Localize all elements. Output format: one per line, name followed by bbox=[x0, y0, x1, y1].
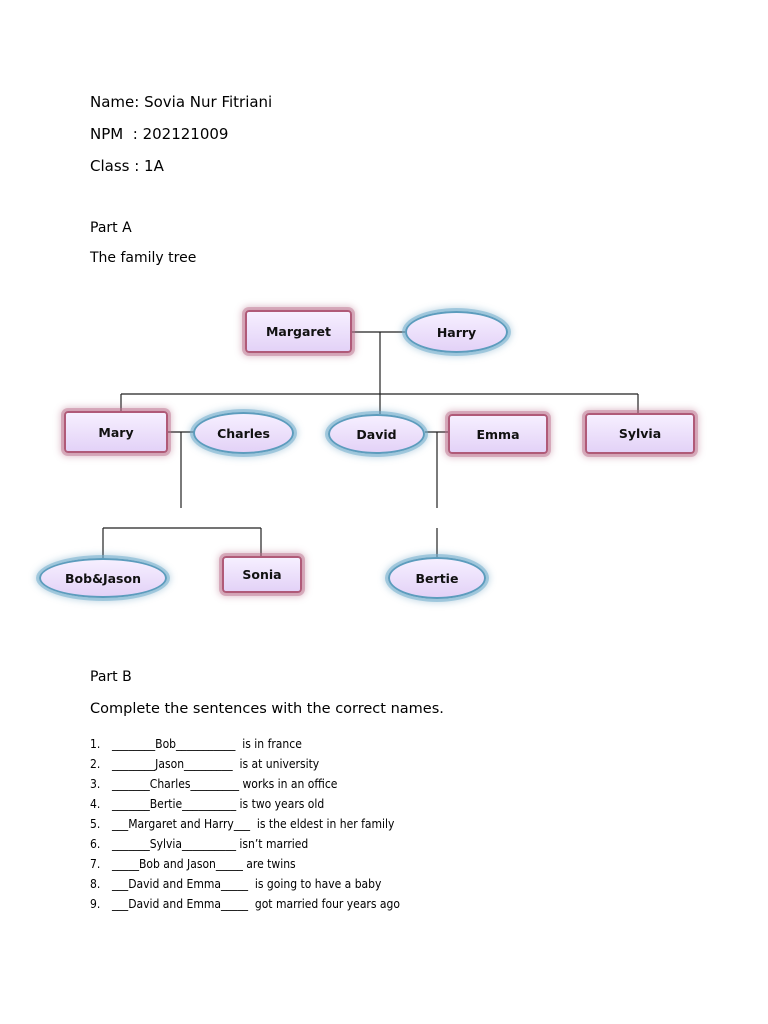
list-item: 3. _______Charles_________ works in an of… bbox=[90, 774, 400, 794]
part-b-instruction: Complete the sentences with the correct … bbox=[90, 701, 444, 717]
item-number: 1. bbox=[90, 737, 101, 751]
item-number: 9. bbox=[90, 897, 101, 911]
student-npm: NPM : 202121009 bbox=[90, 125, 229, 143]
sentence-list: 1. ________Bob___________ is in france 2.… bbox=[90, 734, 400, 914]
item-number: 4. bbox=[90, 797, 101, 811]
node-sylvia: Sylvia bbox=[585, 413, 695, 454]
list-item: 2. ________Jason_________ is at universit… bbox=[90, 754, 400, 774]
item-text: ________Bob___________ is in france bbox=[112, 737, 302, 751]
item-text: _____Bob and Jason_____ are twins bbox=[112, 857, 296, 871]
item-text: ___Margaret and Harry___ is the eldest i… bbox=[112, 817, 395, 831]
list-item: 5. ___Margaret and Harry___ is the eldest… bbox=[90, 814, 400, 834]
student-name: Name: Sovia Nur Fitriani bbox=[90, 93, 273, 111]
part-a-heading: Part A bbox=[90, 220, 132, 236]
item-number: 2. bbox=[90, 757, 101, 771]
list-item: 6. _______Sylvia__________ isn’t married bbox=[90, 834, 400, 854]
student-class: Class : 1A bbox=[90, 157, 164, 175]
node-david: David bbox=[328, 414, 425, 454]
list-item: 7. _____Bob and Jason_____ are twins bbox=[90, 854, 400, 874]
item-text: _______Charles_________ works in an offi… bbox=[112, 777, 338, 791]
item-number: 3. bbox=[90, 777, 101, 791]
part-b-heading: Part B bbox=[90, 669, 132, 685]
node-mary: Mary bbox=[64, 411, 168, 453]
node-emma: Emma bbox=[448, 414, 548, 454]
list-item: 9. ___David and Emma_____ got married fou… bbox=[90, 894, 400, 914]
item-number: 7. bbox=[90, 857, 101, 871]
list-item: 8. ___David and Emma_____ is going to hav… bbox=[90, 874, 400, 894]
node-harry: Harry bbox=[405, 311, 508, 353]
item-number: 6. bbox=[90, 837, 101, 851]
item-text: _______Bertie__________ is two years old bbox=[112, 797, 325, 811]
item-text: ________Jason_________ is at university bbox=[112, 757, 320, 771]
list-item: 4. _______Bertie__________ is two years o… bbox=[90, 794, 400, 814]
node-charles: Charles bbox=[193, 412, 294, 454]
family-tree-title: The family tree bbox=[90, 250, 197, 266]
list-item: 1. ________Bob___________ is in france bbox=[90, 734, 400, 754]
node-bertie: Bertie bbox=[388, 557, 486, 599]
item-text: ___David and Emma_____ is going to have … bbox=[112, 877, 382, 891]
item-number: 8. bbox=[90, 877, 101, 891]
node-bob-jason: Bob&Jason bbox=[39, 558, 167, 598]
node-margaret: Margaret bbox=[245, 310, 352, 353]
item-text: ___David and Emma_____ got married four … bbox=[112, 897, 400, 911]
node-sonia: Sonia bbox=[222, 556, 302, 593]
item-text: _______Sylvia__________ isn’t married bbox=[112, 837, 309, 851]
item-number: 5. bbox=[90, 817, 101, 831]
